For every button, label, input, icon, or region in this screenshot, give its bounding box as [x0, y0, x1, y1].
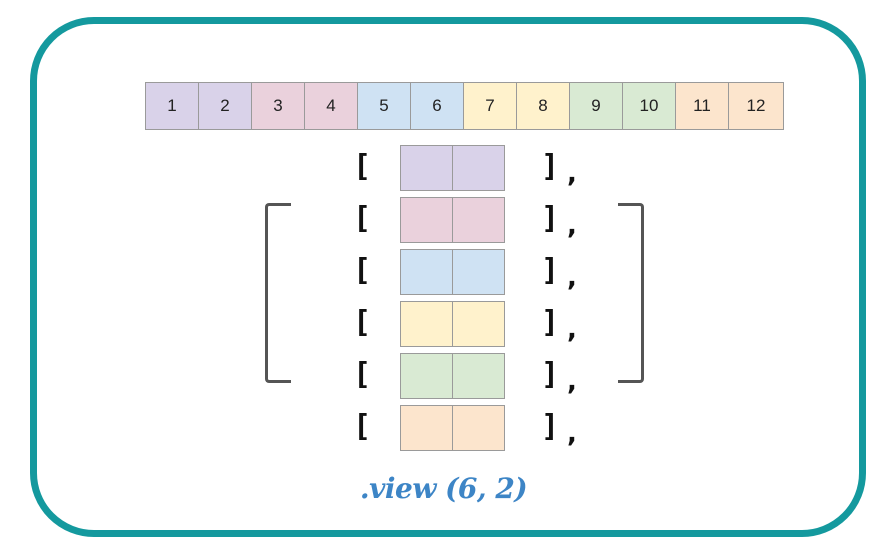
row-close-bracket: ]	[541, 357, 560, 392]
row-cell	[453, 354, 504, 398]
matrix-row: [],	[0, 197, 887, 245]
row-comma: ,	[567, 367, 577, 397]
row-cell	[401, 146, 453, 190]
row-comma: ,	[567, 263, 577, 293]
matrix-row: [],	[0, 249, 887, 297]
row-comma: ,	[567, 159, 577, 189]
matrix-row: [],	[0, 353, 887, 401]
matrix-row: [],	[0, 405, 887, 453]
strip-cell: 3	[252, 83, 305, 129]
outer-left-bracket	[265, 203, 291, 383]
row-pair	[400, 249, 505, 295]
row-pair	[400, 353, 505, 399]
matrix-row: [],	[0, 301, 887, 349]
row-comma: ,	[567, 419, 577, 449]
row-pair	[400, 145, 505, 191]
row-close-bracket: ]	[541, 149, 560, 184]
row-cell	[453, 198, 504, 242]
strip-cell: 8	[517, 83, 570, 129]
row-cell	[453, 146, 504, 190]
strip-cell: 2	[199, 83, 252, 129]
row-comma: ,	[567, 211, 577, 241]
row-cell	[453, 302, 504, 346]
row-cell	[453, 250, 504, 294]
strip-cell: 4	[305, 83, 358, 129]
strip-cell: 1	[146, 83, 199, 129]
row-open-bracket: [	[353, 201, 372, 236]
row-pair	[400, 301, 505, 347]
row-cell	[401, 198, 453, 242]
strip-cell: 7	[464, 83, 517, 129]
row-open-bracket: [	[353, 409, 372, 444]
strip-cell: 6	[411, 83, 464, 129]
row-close-bracket: ]	[541, 201, 560, 236]
outer-right-bracket	[618, 203, 644, 383]
strip-cell: 11	[676, 83, 729, 129]
row-comma: ,	[567, 315, 577, 345]
row-open-bracket: [	[353, 357, 372, 392]
strip-cell: 5	[358, 83, 411, 129]
row-pair	[400, 405, 505, 451]
strip-cell: 12	[729, 83, 783, 129]
row-cell	[401, 250, 453, 294]
row-cell	[401, 354, 453, 398]
matrix-row: [],	[0, 145, 887, 193]
view-caption: .view (6, 2)	[359, 472, 528, 505]
row-open-bracket: [	[353, 305, 372, 340]
row-cell	[401, 406, 453, 450]
row-close-bracket: ]	[541, 305, 560, 340]
row-open-bracket: [	[353, 253, 372, 288]
strip-cell: 10	[623, 83, 676, 129]
row-close-bracket: ]	[541, 253, 560, 288]
row-close-bracket: ]	[541, 409, 560, 444]
row-pair	[400, 197, 505, 243]
row-open-bracket: [	[353, 149, 372, 184]
row-cell	[453, 406, 504, 450]
row-cell	[401, 302, 453, 346]
strip-cell: 9	[570, 83, 623, 129]
